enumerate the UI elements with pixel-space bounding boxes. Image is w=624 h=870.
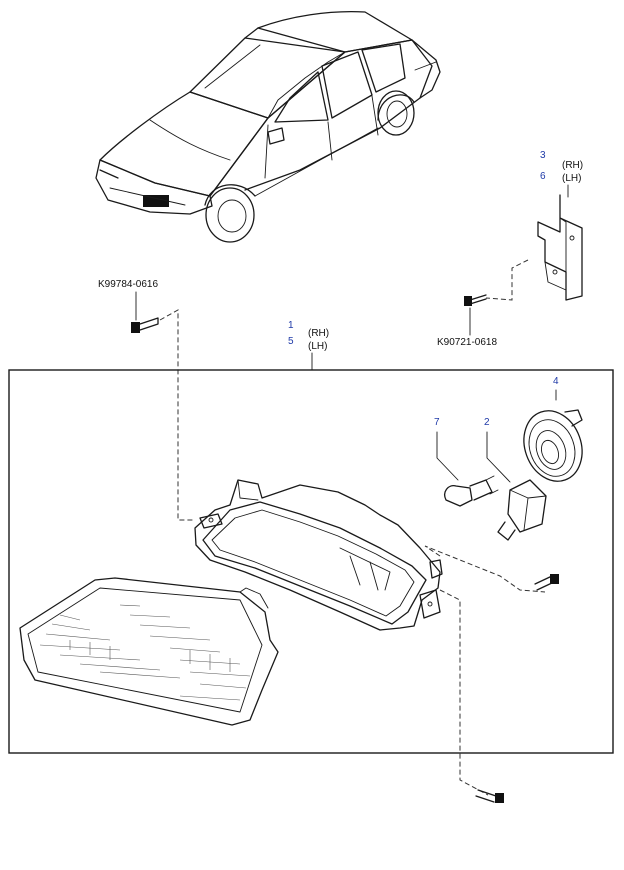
callout-7: 7 (434, 417, 440, 428)
callout-3: 3 (540, 150, 546, 161)
headlamp-housing (194, 479, 443, 631)
bracket-bolt-icon (464, 294, 487, 306)
assembly-frame (8, 369, 614, 754)
top-left-bolt-icon (131, 317, 159, 333)
car-headlamp-mark (143, 195, 169, 207)
callout-rh-bracket: (RH) (562, 160, 583, 171)
callout-rh-assembly: (RH) (308, 328, 329, 339)
bracket-part (485, 194, 583, 301)
side-bolt-icon (534, 574, 559, 591)
callout-1: 1 (288, 320, 294, 331)
car-illustration (95, 11, 441, 243)
bottom-bolt-icon (475, 789, 504, 803)
halogen-bulb (444, 475, 499, 507)
bulb-socket-connector (497, 479, 547, 541)
callout-lh-bracket: (LH) (562, 173, 581, 184)
bulb-socket-ring (523, 409, 583, 482)
callout-2: 2 (484, 417, 490, 428)
part-number-bracket-bolt: K90721-0618 (437, 337, 497, 348)
callout-4: 4 (553, 376, 559, 387)
callout-6: 6 (540, 171, 546, 182)
headlamp-lens (19, 577, 279, 726)
part-number-top-left-bolt: K99784-0616 (98, 279, 158, 290)
callout-5: 5 (288, 336, 294, 347)
callout-lh-assembly: (LH) (308, 341, 327, 352)
